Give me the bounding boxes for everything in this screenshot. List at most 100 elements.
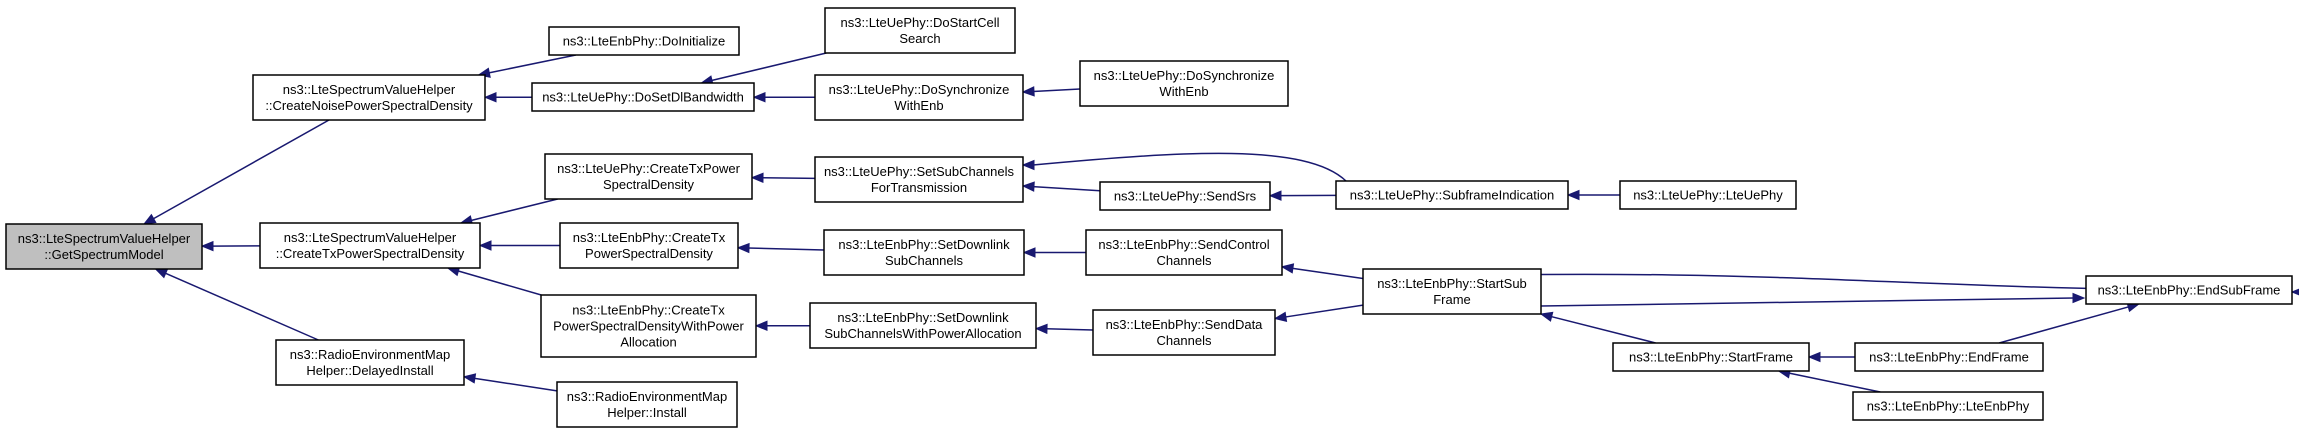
edge-enb-send-control-channels-to-enb-set-downlink-sub-channels [1022,247,1086,258]
edge-line [152,119,330,220]
edge-line [1540,297,2075,307]
node-enb-create-tx-psdwith-power-alloc[interactable]: ns3::LteEnbPhy::CreateTxPowerSpectralDen… [540,294,757,358]
node-label: ns3::LteUePhy::CreateTxPower [557,161,740,176]
node-ue-lte-ue-phy[interactable]: ns3::LteUePhy::LteUePhy [1619,180,1797,210]
edge-line [1291,267,1364,280]
node-ue-subframe-indication[interactable]: ns3::LteUePhy::SubframeIndication [1335,180,1569,210]
edge-line [747,247,825,251]
edge-line [1032,88,1081,93]
edge-enb-start-frame-to-enb-start-sub-frame [1539,311,1656,344]
node-label: SpectralDensity [603,177,695,192]
node-box [1619,180,1797,210]
edge-ue-create-tx-psd-to-create-tx-psd [459,198,558,226]
node-box [1335,180,1569,210]
node-label: ::CreateNoisePowerSpectralDensity [265,98,473,113]
arrowhead [1273,311,1288,323]
edge-enb-send-data-channels-to-enb-set-downlink-sub-channels-with-power-alloc [1034,323,1094,335]
node-create-tx-psd[interactable]: ns3::LteSpectrumValueHelper::CreateTxPow… [259,222,481,269]
node-label: ns3::LteSpectrumValueHelper [284,230,457,245]
arrowhead [154,268,169,279]
node-enb-lte-enb-phy[interactable]: ns3::LteEnbPhy::LteEnbPhy [1852,391,2044,421]
arrowhead [1280,263,1295,274]
node-label: ns3::LteEnbPhy::EndSubFrame [2098,283,2281,298]
edge-line [761,177,816,180]
arrowhead [200,240,214,252]
node-enb-end-sub-frame[interactable]: ns3::LteEnbPhy::EndSubFrame [2085,275,2293,305]
node-label: ns3::RadioEnvironmentMap [290,347,450,362]
node-get-spectrum-model[interactable]: ns3::LteSpectrumValueHelper::GetSpectrum… [5,223,203,270]
node-enb-start-frame[interactable]: ns3::LteEnbPhy::StartFrame [1612,342,1810,372]
node-ue-do-set-dl-bandwidth[interactable]: ns3::LteUePhy::DoSetDlBandwidth [531,82,755,112]
node-label: ns3::LteSpectrumValueHelper [18,231,191,246]
arrowhead [736,242,750,254]
edge-ue-do-synchronize-with-enb2-to-ue-do-synchronize-with-enb1 [1021,86,1081,97]
node-label: ns3::LteEnbPhy::SetDownlink [837,310,1009,325]
node-label: SubChannelsWithPowerAllocation [824,326,1021,341]
node-box [531,82,755,112]
edge-line [1032,152,1347,182]
arrowhead [1034,323,1048,335]
edge-line [1998,305,2130,344]
node-ue-set-sub-channels[interactable]: ns3::LteUePhy::SetSubChannelsForTransmis… [814,156,1024,203]
node-box [1362,268,1542,315]
arrowhead [754,320,768,332]
arrowhead [478,240,492,251]
arrowhead [750,172,764,184]
edge-ue-lte-ue-phy-to-ue-subframe-indication [1566,189,1620,201]
node-ue-send-srs[interactable]: ns3::LteUePhy::SendSrs [1099,181,1271,211]
arrowhead [1268,190,1282,201]
node-label: Channels [1157,333,1212,348]
node-label: Channels [1157,253,1212,268]
node-box [1085,229,1283,276]
node-ue-create-tx-psd[interactable]: ns3::LteUePhy::CreateTxPowerSpectralDens… [544,153,753,200]
node-label: Frame [1433,292,1471,307]
node-create-noise-psd[interactable]: ns3::LteSpectrumValueHelper::CreateNoise… [252,74,486,121]
node-label: Allocation [620,335,676,350]
node-rem-delayed-install[interactable]: ns3::RadioEnvironmentMapHelper::DelayedI… [275,339,465,386]
edge-line [473,377,558,392]
edge-enb-end-sub-frame-to-enb-start-sub-frame [1540,292,2086,307]
node-label: ns3::LteEnbPhy::StartFrame [1629,350,1793,365]
node-label: ::CreateTxPowerSpectralDensity [276,246,465,261]
node-label: ns3::LteEnbPhy::StartSub [1377,276,1527,291]
node-box [259,222,481,269]
node-box [1854,342,2044,372]
edge-line [1550,315,1656,344]
node-enb-end-frame[interactable]: ns3::LteEnbPhy::EndFrame [1854,342,2044,372]
edge-ue-do-synchronize-with-enb1-to-ue-do-set-dl-bandwidth [752,91,816,103]
edge-create-noise-psd-to-get-spectrum-model [142,119,330,225]
node-label: ns3::LteEnbPhy::LteEnbPhy [1867,399,2030,414]
node-label: PowerSpectralDensity [585,246,713,261]
arrowhead [2072,292,2086,304]
arrowhead [1807,351,1821,363]
node-enb-create-tx-psd[interactable]: ns3::LteEnbPhy::CreateTxPowerSpectralDen… [559,222,739,269]
node-label: ns3::RadioEnvironmentMap [567,389,727,404]
node-box [809,302,1037,349]
arrowhead [1539,311,1554,322]
edge-line [1045,328,1094,331]
node-label: ForTransmission [871,180,967,195]
edge-create-tx-psd-to-get-spectrum-model [200,240,261,252]
edge-line [1788,372,1881,393]
node-label: ns3::LteUePhy::SubframeIndication [1350,188,1555,203]
node-enb-set-downlink-sub-channels-with-power-alloc[interactable]: ns3::LteEnbPhy::SetDownlinkSubChannelsWi… [809,302,1037,349]
edge-line [470,198,558,222]
arrowhead [142,213,157,225]
node-label: ns3::LteEnbPhy::SendControl [1098,237,1269,252]
node-label: PowerSpectralDensityWithPower [553,319,744,334]
node-enb-do-initialize[interactable]: ns3::LteEnbPhy::DoInitialize [548,26,740,56]
node-box [5,223,203,270]
node-label: ns3::LteUePhy::LteUePhy [1633,188,1783,203]
node-label: ns3::LteEnbPhy::SendData [1106,317,1264,332]
arrowhead [752,91,766,103]
edge-ue-do-start-cell-search-to-ue-do-set-dl-bandwidth [700,52,827,86]
edge-enb-set-downlink-sub-channels-with-power-alloc-to-enb-create-tx-psdwith-power-alloc [754,320,811,332]
